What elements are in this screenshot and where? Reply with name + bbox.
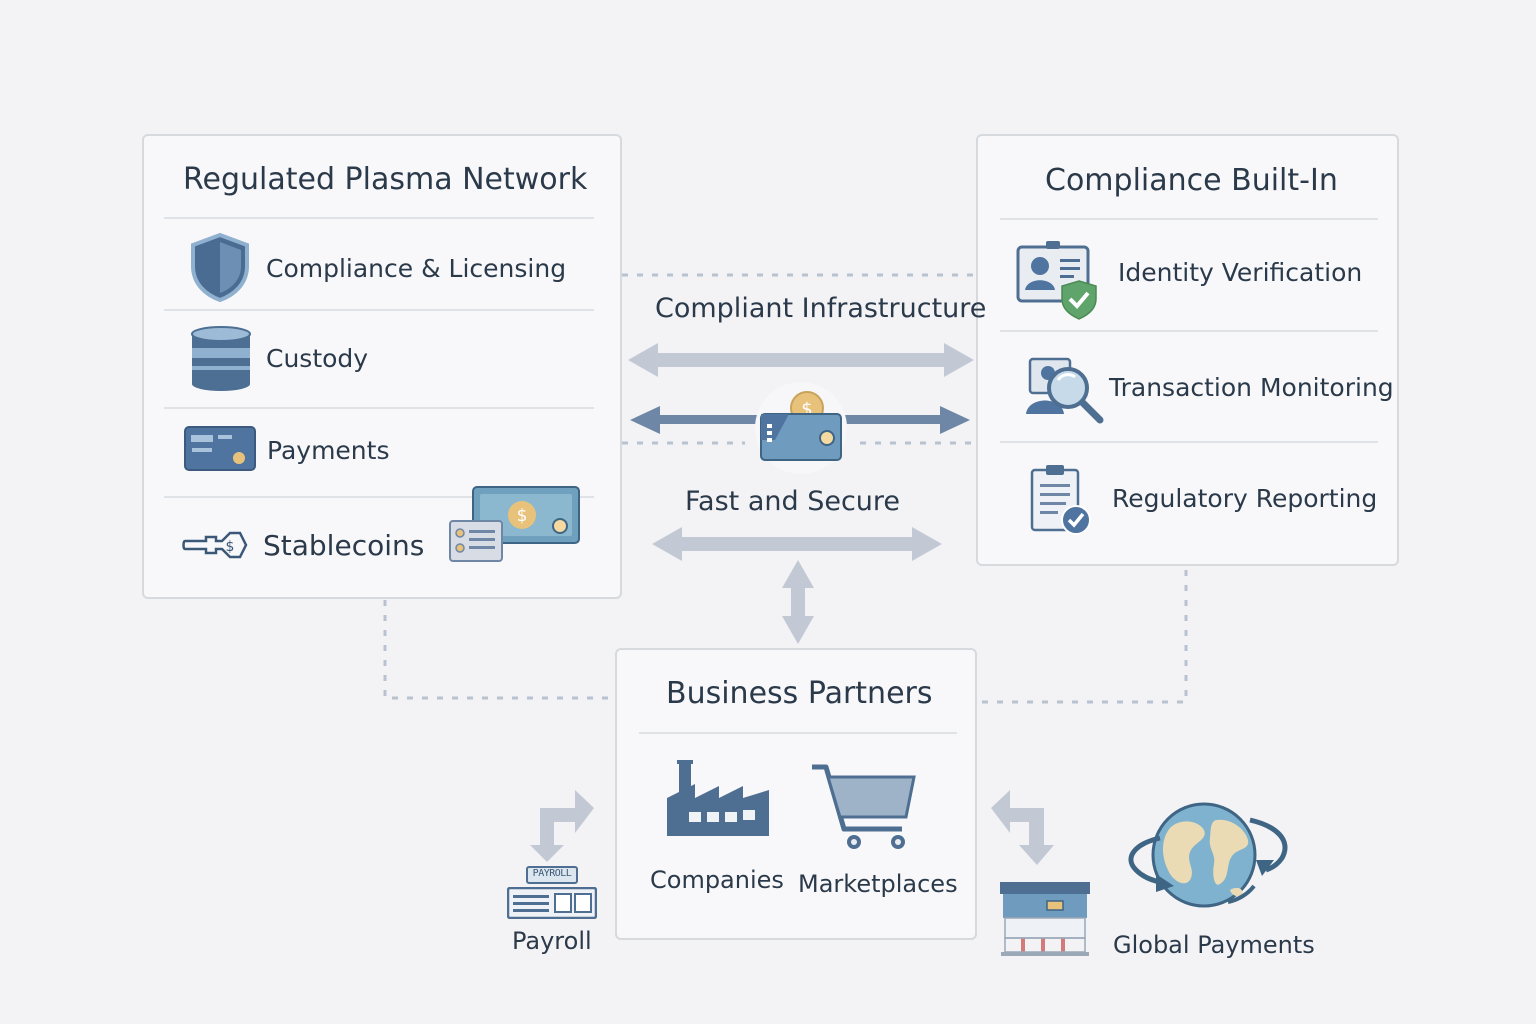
database-icon — [190, 326, 252, 392]
magnifier-user-icon — [1024, 356, 1106, 426]
dotted-line-right-to-partners — [980, 570, 1188, 704]
id-card-check-icon — [1016, 239, 1102, 321]
list-item-label: Payments — [267, 436, 390, 465]
panel-title: Compliance Built-In — [1045, 163, 1338, 198]
wallet-coin-icon: $ — [745, 380, 857, 476]
panel-title: Business Partners — [666, 676, 933, 711]
stablecoin-key-icon: $ — [182, 531, 248, 559]
list-item-label: Regulatory Reporting — [1112, 484, 1378, 513]
panel-title: Regulated Plasma Network — [183, 162, 588, 197]
global-payments-label: Global Payments — [1113, 931, 1315, 959]
divider — [1000, 441, 1378, 443]
divider — [1000, 330, 1378, 332]
list-item-label: Identity Verification — [1118, 258, 1363, 287]
fast-and-secure-label: Fast and Secure — [685, 486, 901, 517]
partner-label: Marketplaces — [798, 870, 958, 898]
svg-text:$: $ — [801, 399, 812, 420]
compliance-built-in-panel: Compliance Built-In Identity Verificatio… — [976, 134, 1399, 566]
divider — [164, 496, 594, 498]
payroll-arrows — [530, 790, 594, 862]
card-icon — [184, 426, 256, 472]
payroll-label: Payroll — [512, 927, 592, 955]
shield-icon — [189, 232, 251, 302]
globe-icon — [1120, 800, 1292, 910]
divider — [639, 732, 957, 734]
list-item-label: Custody — [266, 344, 369, 373]
vertical-double-arrow — [782, 560, 814, 644]
business-partners-panel: Business Partners Companies — [615, 648, 977, 940]
divider — [164, 407, 594, 409]
payroll-tag-icon: PAYROLL — [526, 866, 578, 884]
regulated-plasma-network-panel: Regulated Plasma Network Compliance & Li… — [142, 134, 622, 599]
svg-text:$: $ — [226, 539, 235, 555]
global-arrows — [991, 790, 1054, 865]
factory-icon — [665, 760, 771, 840]
svg-text:$: $ — [517, 506, 528, 526]
double-arrow-fast-secure — [652, 527, 942, 561]
bank-building-icon — [999, 880, 1091, 958]
divider — [164, 217, 594, 219]
divider — [164, 309, 594, 311]
payroll-ledger-icon — [507, 887, 597, 919]
compliant-infrastructure-label: Compliant Infrastructure — [655, 293, 987, 324]
clipboard-check-icon — [1029, 462, 1095, 538]
partner-label: Companies — [650, 866, 784, 894]
payroll-tag-text: PAYROLL — [532, 868, 572, 879]
divider — [1000, 218, 1378, 220]
double-arrow-infrastructure — [628, 343, 974, 377]
list-item-label: Transaction Monitoring — [1109, 373, 1394, 402]
cash-card-icon: $ — [447, 486, 581, 564]
list-item-label: Compliance & Licensing — [266, 254, 567, 283]
dotted-line-left-to-partners — [383, 600, 614, 700]
list-item-label: Stablecoins — [263, 529, 425, 562]
cart-icon — [810, 763, 918, 853]
